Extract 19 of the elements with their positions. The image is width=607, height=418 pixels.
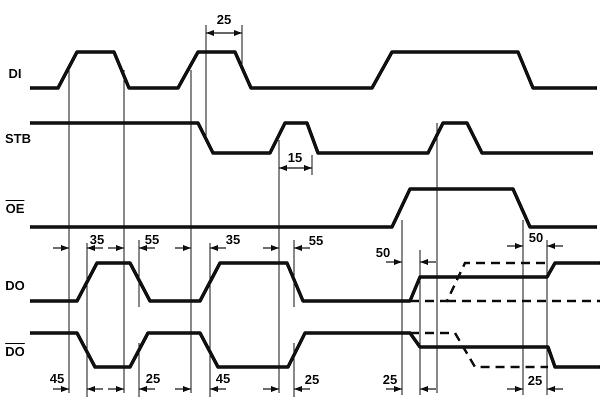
dimension-label: 15 — [288, 151, 302, 165]
dimension-label: 55 — [144, 233, 160, 247]
signal-name: OE — [6, 202, 24, 216]
dimension-label: 55 — [308, 234, 324, 248]
dimension-label: 35 — [90, 233, 104, 247]
signal-name: STB — [5, 132, 31, 146]
signal-name: DO — [5, 279, 25, 293]
dimension-label: 45 — [50, 372, 64, 386]
dimension-label: 25 — [382, 373, 398, 387]
dimension-label: 25 — [216, 13, 232, 27]
dimension-label: 45 — [216, 372, 230, 386]
signal-name: DO — [5, 345, 25, 359]
dimension-label: 50 — [528, 231, 544, 245]
dimension-label: 50 — [376, 246, 390, 260]
dimension-label: 25 — [146, 372, 160, 386]
signal-name: DI — [8, 67, 22, 81]
dimension-label: 25 — [304, 373, 320, 387]
dimension-label: 35 — [226, 233, 240, 247]
dimension-label: 25 — [528, 374, 542, 388]
